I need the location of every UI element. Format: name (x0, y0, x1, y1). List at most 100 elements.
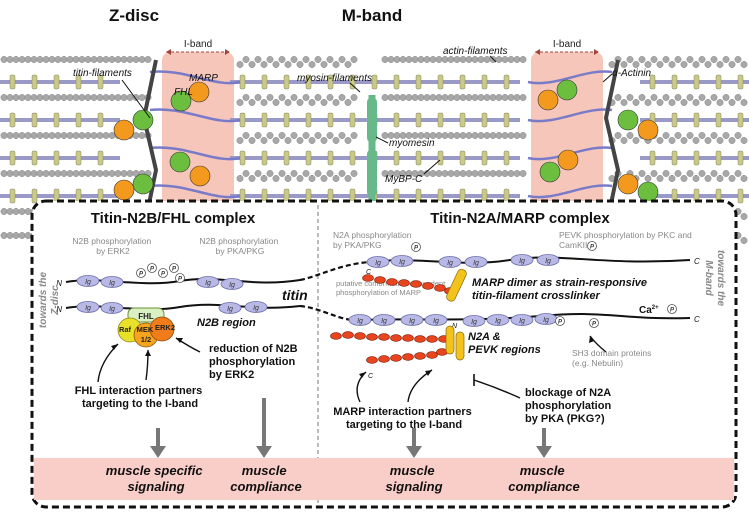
myosin-head (53, 150, 60, 166)
actin-bead (12, 232, 20, 239)
actin-bead (24, 170, 32, 177)
z-disc-zigzag (603, 59, 621, 229)
actin-bead (429, 56, 437, 63)
actin-bead (132, 56, 140, 63)
myosin-head (261, 150, 268, 166)
actin-bead (668, 61, 676, 68)
actin-bead (24, 208, 32, 215)
actin-bead (710, 94, 718, 101)
actin-bead (698, 132, 706, 139)
actin-bead (314, 170, 322, 177)
ig-domain: Ig (510, 314, 534, 326)
myosin-head (649, 150, 656, 166)
svg-text:1/2: 1/2 (141, 335, 151, 344)
actin-bead (284, 137, 292, 144)
actin-bead (381, 132, 389, 139)
actin-bead (650, 56, 658, 63)
ig-domain-label: Ig (109, 280, 115, 287)
myosin-head (31, 150, 38, 166)
actin-bead (519, 56, 527, 63)
ig-domain-shape (390, 255, 414, 267)
phospho-site: P (147, 263, 157, 273)
actin-bead (441, 56, 449, 63)
marp-coil (455, 331, 465, 361)
ig-domain-label: Ig (433, 318, 439, 325)
actin-bead (108, 170, 116, 177)
marp-repeat (426, 335, 438, 343)
myosin-head (437, 150, 444, 166)
actin-bead (48, 170, 56, 177)
titin-strand-lower-dashed (299, 304, 353, 322)
marp-repeat (390, 334, 402, 342)
actin-bead (459, 56, 467, 63)
calcium-label: Ca2+ (639, 305, 659, 316)
actin-bead (0, 56, 8, 63)
actin-bead (513, 94, 521, 101)
actin-bead (320, 175, 328, 182)
ig-domain-shape (424, 314, 448, 326)
actin-bead (144, 56, 152, 63)
n2b-region-label: N2B region (197, 317, 256, 329)
actin-bead (519, 94, 527, 101)
actin-bead (620, 61, 628, 68)
actin-bead (242, 132, 250, 139)
actin-bead (656, 99, 664, 106)
myosin-head (393, 150, 400, 166)
myosin-head (261, 112, 268, 128)
ig-domain: Ig (536, 254, 560, 266)
ig-domain: Ig (390, 255, 414, 267)
actin-bead (18, 132, 26, 139)
actin-bead (423, 94, 431, 101)
actin-bead (411, 94, 419, 101)
myosin-head (283, 112, 290, 128)
actin-bead (66, 132, 74, 139)
fhl-box (127, 307, 165, 323)
actin-bead (326, 94, 334, 101)
marp-c-top: C (366, 269, 372, 276)
actin-bead (72, 132, 80, 139)
phospho-label: P (172, 266, 177, 272)
actin-bead (90, 56, 98, 63)
actin-bead (338, 132, 346, 139)
phospho-label: P (590, 244, 595, 250)
marp-repeat (386, 278, 398, 286)
actin-bead (417, 56, 425, 63)
label-myomesin: myomesin (389, 138, 435, 149)
actin-bead (48, 132, 56, 139)
myosin-head (9, 188, 16, 204)
actin-bead (48, 94, 56, 101)
actin-bead (680, 61, 688, 68)
actin-bead (656, 175, 664, 182)
actin-bead (18, 56, 26, 63)
ig-domain: Ig (464, 256, 488, 268)
actin-bead (24, 94, 32, 101)
actin-bead (314, 132, 322, 139)
actin-bead (471, 94, 479, 101)
actin-bead (465, 56, 473, 63)
actin-bead (668, 175, 676, 182)
actin-bead (686, 132, 694, 139)
actin-bead (459, 132, 467, 139)
marp-repeat (402, 334, 414, 342)
actin-bead (266, 56, 274, 63)
actin-bead (114, 56, 122, 63)
actin-bead (626, 56, 634, 63)
actin-bead (120, 56, 128, 63)
actin-bead (36, 170, 44, 177)
myosin-head (737, 188, 744, 204)
actin-bead (626, 132, 634, 139)
ig-domain-label: Ig (473, 260, 479, 267)
actin-bead (120, 94, 128, 101)
marp-c-bottom: C (368, 373, 374, 380)
actin-bead (674, 94, 682, 101)
myosin-head (75, 150, 82, 166)
actin-bead (740, 213, 748, 220)
actin-bead (320, 137, 328, 144)
ig-domain-label: Ig (381, 318, 387, 325)
actin-bead (90, 94, 98, 101)
actin-bead (441, 132, 449, 139)
ig-domain: Ig (400, 314, 424, 326)
ig-domain-label: Ig (205, 280, 211, 287)
marp-ball (113, 119, 135, 141)
actin-bead (338, 170, 346, 177)
